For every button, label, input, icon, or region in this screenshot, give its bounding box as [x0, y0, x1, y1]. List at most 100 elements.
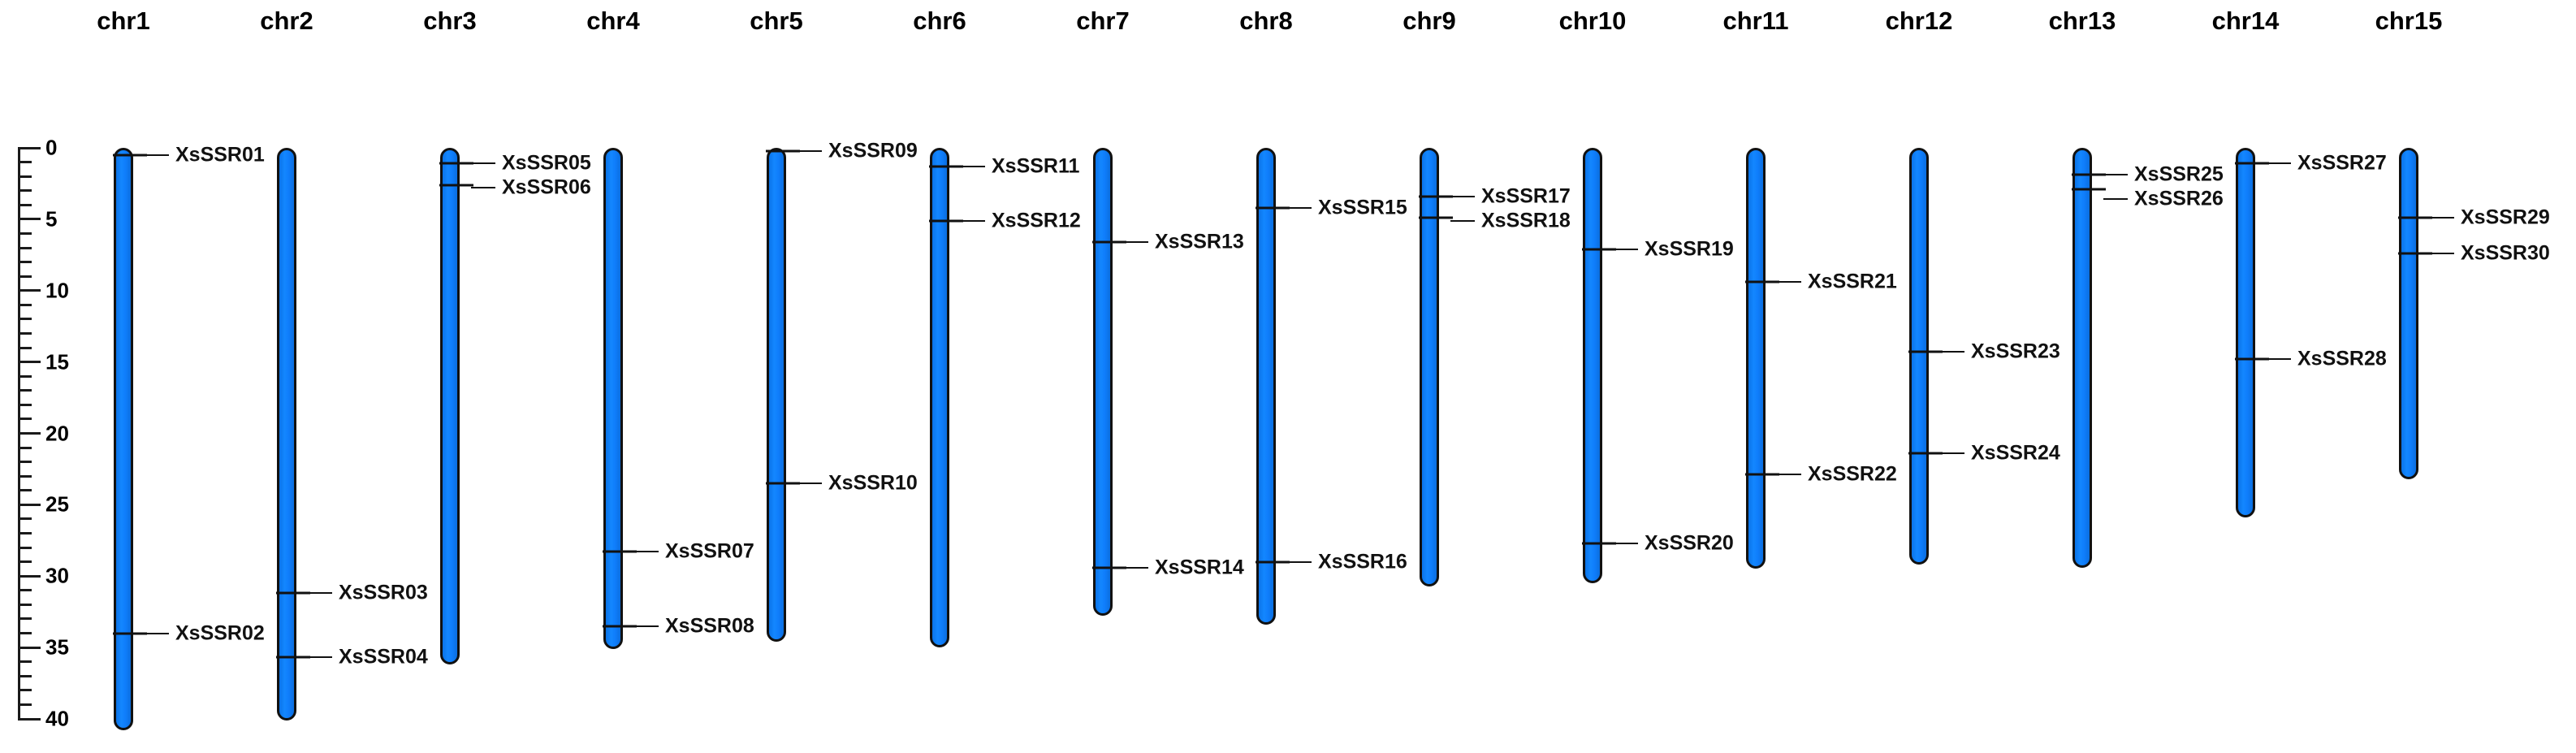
ruler-tick-major — [18, 432, 41, 435]
marker-leader-line-XsSSR10 — [797, 483, 822, 484]
marker-label-XsSSR17[interactable]: XsSSR17 — [1481, 184, 1571, 208]
chromosome-title-chr5: chr5 — [750, 6, 803, 35]
marker-leader-line-XsSSR15 — [1287, 206, 1312, 209]
ruler-tick-minor — [18, 446, 32, 449]
marker-tick-XsSSR19 — [1582, 248, 1616, 251]
marker-label-XsSSR30[interactable]: XsSSR30 — [2461, 241, 2550, 265]
chromosome-bar-chr4[interactable] — [603, 148, 623, 649]
chromosome-title-chr7: chr7 — [1076, 6, 1130, 35]
marker-label-XsSSR26[interactable]: XsSSR26 — [2134, 187, 2224, 210]
marker-tick-XsSSR25 — [2072, 173, 2106, 176]
marker-label-XsSSR15[interactable]: XsSSR15 — [1318, 196, 1407, 219]
chromosome-title-chr2: chr2 — [260, 6, 313, 35]
marker-leader-line-XsSSR17 — [1450, 195, 1475, 197]
marker-leader-line-XsSSR19 — [1614, 248, 1638, 250]
ruler-tick-minor — [18, 232, 32, 235]
marker-label-XsSSR16[interactable]: XsSSR16 — [1318, 550, 1407, 573]
marker-leader-line-XsSSR08 — [634, 625, 659, 627]
ruler-tick-minor — [18, 189, 32, 193]
marker-label-XsSSR07[interactable]: XsSSR07 — [665, 539, 754, 563]
ruler-tick-minor — [18, 161, 32, 164]
marker-leader-line-XsSSR06 — [471, 187, 495, 189]
marker-label-XsSSR05[interactable]: XsSSR05 — [502, 151, 591, 175]
chromosome-title-chr11: chr11 — [1722, 6, 1789, 35]
marker-leader-line-XsSSR09 — [797, 149, 822, 152]
chromosome-bar-chr6[interactable] — [930, 148, 949, 648]
marker-label-XsSSR08[interactable]: XsSSR08 — [665, 614, 754, 638]
marker-tick-XsSSR13 — [1092, 240, 1126, 244]
marker-label-XsSSR18[interactable]: XsSSR18 — [1481, 209, 1571, 232]
chromosome-bar-chr1[interactable] — [114, 148, 133, 731]
marker-label-XsSSR21[interactable]: XsSSR21 — [1808, 270, 1897, 293]
marker-tick-XsSSR23 — [1908, 350, 1943, 353]
chromosome-bar-chr15[interactable] — [2399, 148, 2418, 479]
marker-tick-XsSSR17 — [1419, 195, 1453, 198]
ruler-tick-minor — [18, 603, 32, 606]
chromosome-bar-chr2[interactable] — [277, 148, 296, 721]
marker-label-XsSSR28[interactable]: XsSSR28 — [2297, 347, 2387, 370]
marker-tick-XsSSR26 — [2072, 188, 2106, 191]
marker-label-XsSSR22[interactable]: XsSSR22 — [1808, 462, 1897, 486]
ruler-tick-minor — [18, 546, 32, 549]
marker-label-XsSSR12[interactable]: XsSSR12 — [992, 209, 1081, 232]
ruler-tick-minor — [18, 318, 32, 321]
marker-tick-XsSSR02 — [113, 632, 147, 635]
marker-label-XsSSR25[interactable]: XsSSR25 — [2134, 162, 2224, 186]
ruler-tick-minor — [18, 403, 32, 406]
marker-tick-XsSSR21 — [1745, 280, 1779, 283]
marker-tick-XsSSR18 — [1419, 216, 1453, 219]
marker-label-XsSSR09[interactable]: XsSSR09 — [828, 139, 918, 162]
marker-tick-XsSSR05 — [439, 162, 473, 165]
marker-label-XsSSR01[interactable]: XsSSR01 — [175, 143, 265, 167]
marker-tick-XsSSR12 — [929, 219, 963, 223]
marker-label-XsSSR20[interactable]: XsSSR20 — [1645, 531, 1734, 555]
chromosome-bar-chr14[interactable] — [2236, 148, 2255, 518]
marker-label-XsSSR14[interactable]: XsSSR14 — [1155, 556, 1244, 579]
chromosome-bar-chr3[interactable] — [440, 148, 460, 665]
chromosome-title-chr1: chr1 — [97, 6, 150, 35]
chromosome-bar-chr13[interactable] — [2072, 148, 2092, 568]
marker-label-XsSSR10[interactable]: XsSSR10 — [828, 471, 918, 495]
marker-tick-XsSSR30 — [2398, 252, 2432, 255]
marker-label-XsSSR02[interactable]: XsSSR02 — [175, 621, 265, 645]
ruler-tick-minor — [18, 374, 32, 378]
chromosome-bar-chr8[interactable] — [1256, 148, 1276, 625]
chromosome-title-chr4: chr4 — [586, 6, 640, 35]
marker-tick-XsSSR03 — [276, 591, 310, 595]
ruler-tick-label: 10 — [45, 278, 69, 303]
marker-tick-XsSSR14 — [1092, 566, 1126, 569]
chromosome-bar-chr10[interactable] — [1583, 148, 1602, 584]
chromosome-bar-chr7[interactable] — [1093, 148, 1113, 617]
ruler-tick-major — [18, 361, 41, 364]
marker-label-XsSSR04[interactable]: XsSSR04 — [339, 645, 428, 669]
marker-label-XsSSR11[interactable]: XsSSR11 — [992, 154, 1080, 178]
ruler-tick-minor — [18, 461, 32, 464]
marker-leader-line-XsSSR23 — [1940, 351, 1964, 353]
marker-label-XsSSR27[interactable]: XsSSR27 — [2297, 151, 2387, 175]
chromosome-bar-chr9[interactable] — [1420, 148, 1439, 586]
marker-leader-line-XsSSR04 — [308, 656, 332, 659]
marker-tick-XsSSR01 — [113, 154, 147, 157]
marker-tick-XsSSR20 — [1582, 542, 1616, 545]
marker-label-XsSSR24[interactable]: XsSSR24 — [1971, 441, 2060, 465]
marker-leader-line-XsSSR25 — [2103, 174, 2128, 176]
ruler-tick-minor — [18, 489, 32, 492]
marker-tick-XsSSR07 — [603, 550, 637, 553]
marker-label-XsSSR13[interactable]: XsSSR13 — [1155, 230, 1244, 253]
ruler-tick-minor — [18, 474, 32, 478]
marker-leader-line-XsSSR07 — [634, 551, 659, 553]
ruler-tick-label: 35 — [45, 634, 69, 660]
marker-label-XsSSR23[interactable]: XsSSR23 — [1971, 340, 2060, 363]
marker-label-XsSSR19[interactable]: XsSSR19 — [1645, 237, 1734, 261]
marker-label-XsSSR03[interactable]: XsSSR03 — [339, 581, 428, 604]
chromosome-title-chr8: chr8 — [1239, 6, 1293, 35]
chromosome-bar-chr11[interactable] — [1746, 148, 1766, 569]
chromosome-bar-chr12[interactable] — [1909, 148, 1929, 565]
marker-label-XsSSR06[interactable]: XsSSR06 — [502, 175, 591, 199]
ruler-tick-label: 15 — [45, 349, 69, 374]
chromosome-bar-chr5[interactable] — [767, 148, 786, 643]
marker-leader-line-XsSSR30 — [2430, 253, 2454, 255]
ruler-tick-minor — [18, 418, 32, 421]
marker-label-XsSSR29[interactable]: XsSSR29 — [2461, 206, 2550, 229]
